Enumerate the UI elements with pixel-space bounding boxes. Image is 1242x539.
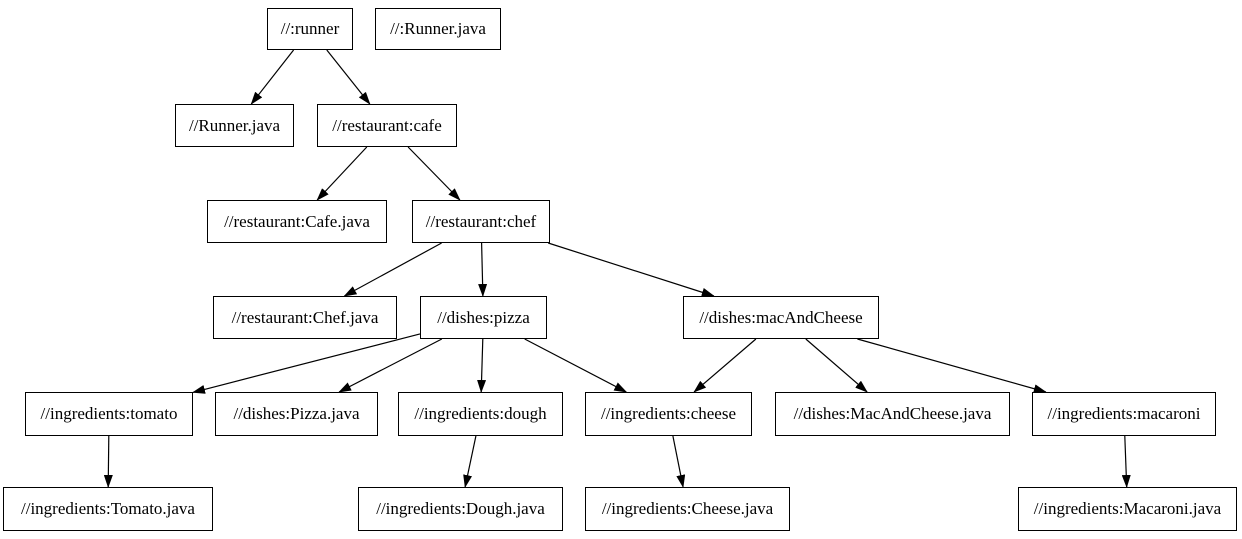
graph-edge-mac-to-macaroni — [857, 338, 1047, 394]
graph-node-label: //restaurant:chef — [425, 211, 537, 231]
graph-edge-cafe-to-cafe_java — [316, 146, 368, 201]
graph-node-mac_java: //dishes:MacAndCheese.java — [775, 392, 1010, 436]
graph-node-chef_java: //restaurant:Chef.java — [213, 296, 397, 339]
graph-node-dough: //ingredients:dough — [398, 392, 563, 436]
graph-node-runner_java_top: //:Runner.java — [375, 8, 501, 50]
graph-node-label: //ingredients:Cheese.java — [601, 499, 774, 518]
graph-node-dough_java: //ingredients:Dough.java — [358, 487, 563, 531]
graph-node-tomato: //ingredients:tomato — [25, 392, 193, 436]
graph-node-label: //ingredients:tomato — [40, 404, 178, 423]
graph-edge-dough-to-dough_java — [463, 435, 477, 488]
graph-node-tomato_java: //ingredients:Tomato.java — [3, 487, 213, 531]
graph-node-label: //restaurant:cafe — [332, 115, 442, 135]
graph-node-pizza_java: //dishes:Pizza.java — [215, 392, 378, 436]
graph-edge-tomato-to-tomato_java — [103, 435, 113, 488]
graph-node-label: //ingredients:dough — [414, 404, 547, 423]
graph-node-label: //restaurant:Cafe.java — [224, 211, 370, 231]
graph-node-label: //ingredients:Dough.java — [376, 499, 545, 518]
graph-node-cheese: //ingredients:cheese — [585, 392, 752, 436]
graph-node-label: //ingredients:Tomato.java — [21, 499, 195, 518]
graph-edge-cafe-to-chef — [407, 146, 461, 201]
graph-node-macaroni_java: //ingredients:Macaroni.java — [1018, 487, 1237, 531]
graph-edge-pizza-to-cheese — [524, 338, 628, 393]
graph-edge-macaroni-to-macaroni_java — [1121, 435, 1131, 488]
graph-edge-runner-to-runner_java — [250, 49, 295, 105]
graph-edge-mac-to-cheese — [693, 338, 757, 393]
graph-node-label: //restaurant:Chef.java — [231, 307, 379, 327]
graph-node-label: //:runner — [280, 19, 340, 38]
graph-node-label: //ingredients:macaroni — [1047, 404, 1201, 423]
graph-node-runner: //:runner — [267, 8, 353, 50]
graph-node-label: //:Runner.java — [390, 19, 486, 38]
graph-edge-mac-to-mac_java — [805, 338, 868, 393]
graph-node-macaroni: //ingredients:macaroni — [1032, 392, 1216, 436]
graph-edge-chef-to-mac — [548, 242, 715, 297]
graph-node-label: //dishes:macAndCheese — [699, 307, 863, 327]
graph-edge-runner-to-cafe — [326, 49, 371, 105]
graph-node-label: //Runner.java — [188, 115, 281, 135]
graph-edge-pizza-to-pizza_java — [338, 338, 443, 393]
graph-node-cheese_java: //ingredients:Cheese.java — [585, 487, 790, 531]
graph-edge-pizza-to-dough — [477, 338, 487, 393]
graph-node-label: //dishes:pizza — [437, 307, 530, 327]
graph-node-chef: //restaurant:chef — [412, 200, 550, 243]
graph-node-mac: //dishes:macAndCheese — [683, 296, 879, 339]
graph-node-pizza: //dishes:pizza — [420, 296, 547, 339]
graph-node-label: //ingredients:cheese — [600, 404, 736, 423]
graph-edge-chef-to-chef_java — [343, 242, 442, 297]
graph-node-label: //dishes:Pizza.java — [233, 404, 360, 423]
graph-node-cafe_java: //restaurant:Cafe.java — [207, 200, 387, 243]
graph-node-label: //dishes:MacAndCheese.java — [793, 404, 992, 423]
graph-node-label: //ingredients:Macaroni.java — [1033, 499, 1222, 518]
graph-node-cafe: //restaurant:cafe — [317, 104, 457, 147]
graph-edge-cheese-to-cheese_java — [672, 435, 686, 488]
graph-edge-pizza-to-tomato — [192, 333, 421, 394]
graph-edge-chef-to-pizza — [478, 242, 488, 297]
graph-node-runner_java: //Runner.java — [175, 104, 294, 147]
